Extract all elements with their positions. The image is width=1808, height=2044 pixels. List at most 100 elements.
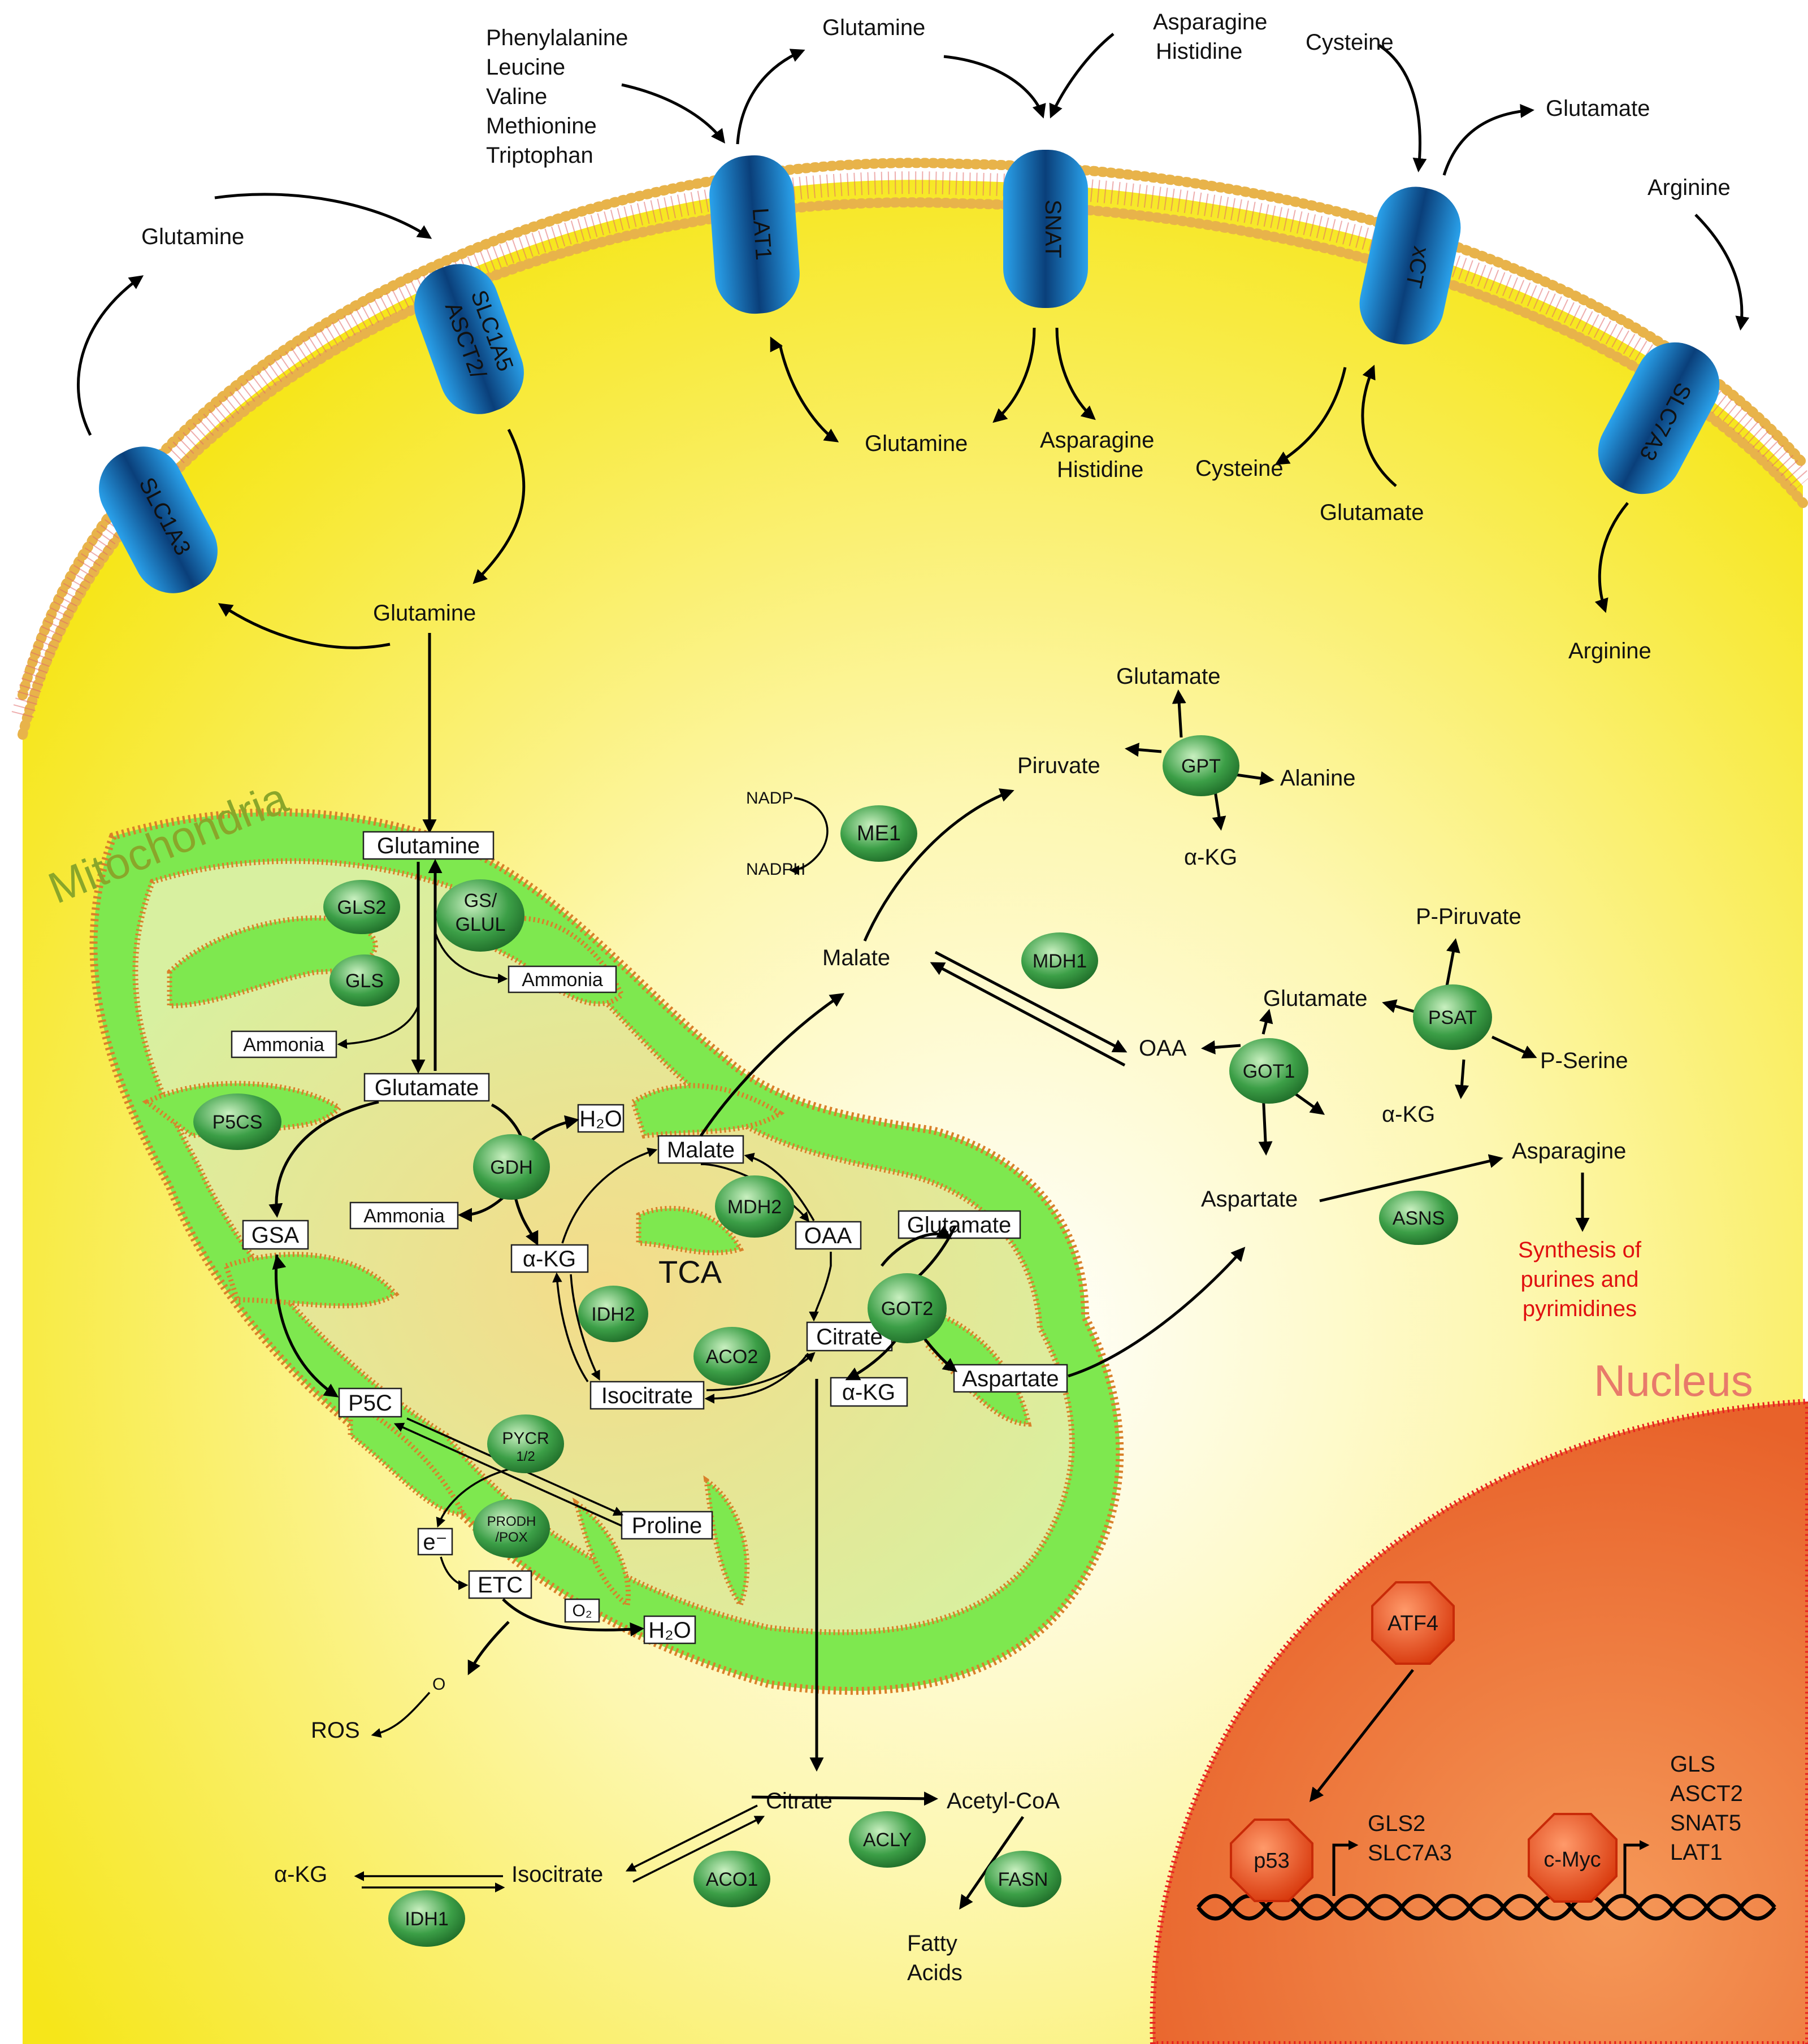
ext-glutamine-left: Glutamine: [141, 224, 244, 249]
svg-text:GLUL: GLUL: [456, 914, 506, 935]
cyt-cysteine: Cysteine: [1195, 456, 1284, 481]
svg-text:ATF4: ATF4: [1388, 1612, 1438, 1635]
svg-text:IDH2: IDH2: [591, 1304, 635, 1325]
svg-text:Synthesis of: Synthesis of: [1518, 1238, 1642, 1262]
svg-text:Glutamine: Glutamine: [377, 834, 480, 858]
enzyme-me1: ME1: [840, 805, 917, 862]
enzyme-idh1: IDH1: [388, 1890, 465, 1947]
svg-text:OAA: OAA: [1139, 1036, 1187, 1061]
ext-aa-valine: Valine: [486, 84, 547, 109]
cyt-asparagine: Asparagine: [1040, 428, 1154, 453]
svg-text:P5CS: P5CS: [213, 1112, 263, 1133]
ext-aa-triptophan: Triptophan: [486, 143, 593, 168]
svg-text:SLC7A3: SLC7A3: [1368, 1841, 1452, 1865]
svg-text:Citrate: Citrate: [766, 1789, 833, 1813]
svg-text:Isocitrate: Isocitrate: [601, 1383, 693, 1408]
svg-text:Ammonia: Ammonia: [243, 1034, 324, 1056]
svg-text:1/2: 1/2: [516, 1449, 535, 1464]
mitochondrion-matrix: [132, 858, 1075, 1635]
cyt-glutamate: Glutamate: [1320, 500, 1424, 525]
ext-histidine: Histidine: [1156, 39, 1242, 64]
svg-text:Glutamate: Glutamate: [375, 1075, 479, 1100]
transporter-lat1: LAT1: [709, 155, 800, 314]
svg-text:H₂O: H₂O: [648, 1618, 691, 1643]
enzyme-gls: GLS: [329, 954, 400, 1006]
tf-atf4: ATF4: [1371, 1581, 1455, 1665]
enzyme-gdh: GDH: [473, 1134, 550, 1200]
svg-text:/POX: /POX: [495, 1530, 527, 1545]
tf-cmyc: c-Myc: [1528, 1813, 1618, 1903]
svg-text:Piruvate: Piruvate: [1017, 753, 1100, 778]
nucleus-factors: ATF4 p53 c-Myc GLS2 SLC7A3 GLS ASCT2 SNA…: [1230, 1581, 1743, 1903]
svg-text:Citrate: Citrate: [816, 1325, 883, 1349]
enzyme-fasn: FASN: [985, 1851, 1061, 1907]
transporter-snat: SNAT: [1003, 150, 1088, 308]
ext-asparagine: Asparagine: [1153, 10, 1267, 34]
ext-aa-methionine: Methionine: [486, 114, 597, 138]
svg-text:GLS: GLS: [1670, 1752, 1715, 1777]
svg-text:GLS2: GLS2: [337, 897, 387, 918]
svg-text:ACO1: ACO1: [706, 1869, 758, 1890]
transporter-slc1a3: SLC1A3: [99, 446, 218, 593]
tf-p53: p53: [1230, 1819, 1313, 1902]
cyt-glutamine-main: Glutamine: [373, 601, 476, 626]
svg-text:Asparagine: Asparagine: [1512, 1139, 1626, 1164]
ext-cysteine: Cysteine: [1306, 30, 1394, 55]
svg-text:α-KG: α-KG: [1382, 1102, 1435, 1127]
svg-text:ETC: ETC: [478, 1573, 523, 1598]
svg-text:MDH2: MDH2: [727, 1196, 782, 1218]
svg-text:PYCR: PYCR: [502, 1429, 549, 1448]
nucleus-label: Nucleus: [1594, 1356, 1753, 1405]
enzyme-gpt: GPT: [1163, 735, 1239, 796]
transporter-slc7a3: SLC7A3: [1598, 342, 1720, 494]
ext-arginine: Arginine: [1647, 175, 1731, 200]
svg-text:P-Piruvate: P-Piruvate: [1416, 904, 1521, 929]
svg-text:GOT2: GOT2: [881, 1298, 934, 1320]
cytosol-arrows: [354, 689, 1590, 1910]
svg-text:PRODH: PRODH: [487, 1514, 536, 1529]
svg-text:LAT1: LAT1: [748, 207, 776, 261]
svg-text:e⁻: e⁻: [423, 1530, 447, 1555]
dna-helix: [1196, 1894, 1776, 1921]
transport-arrows: [77, 33, 1750, 649]
svg-text:Alanine: Alanine: [1280, 766, 1355, 791]
svg-text:SNAT: SNAT: [1040, 199, 1065, 258]
svg-text:ROS: ROS: [311, 1718, 360, 1743]
svg-text:p53: p53: [1254, 1849, 1289, 1873]
enzyme-idh2: IDH2: [578, 1286, 648, 1342]
cyt-arginine: Arginine: [1568, 639, 1651, 663]
svg-text:Malate: Malate: [667, 1138, 735, 1162]
svg-text:OAA: OAA: [804, 1223, 852, 1248]
svg-text:Glutamate: Glutamate: [1263, 986, 1368, 1011]
svg-text:O₂: O₂: [573, 1602, 592, 1620]
enzyme-aco2: ACO2: [693, 1327, 770, 1386]
enzyme-mdh1: MDH1: [1021, 932, 1098, 989]
mito-metabolites: Glutamine Ammonia Ammonia Glutamate H₂O …: [231, 831, 1068, 1644]
mito-arrows: [268, 859, 1246, 1772]
svg-text:α-KG: α-KG: [274, 1862, 327, 1887]
tca-label: TCA: [658, 1254, 722, 1290]
svg-text:ACLY: ACLY: [863, 1829, 912, 1851]
svg-text:H₂O: H₂O: [579, 1106, 622, 1131]
svg-text:P-Serine: P-Serine: [1540, 1048, 1628, 1073]
svg-text:GOT1: GOT1: [1243, 1061, 1295, 1082]
cytosol-metabolites: NADP NADPH Malate Piruvate Glutamate Ala…: [274, 664, 1642, 1985]
svg-text:pyrimidines: pyrimidines: [1523, 1296, 1637, 1321]
svg-text:GLS: GLS: [345, 970, 384, 992]
svg-text:Glutamate: Glutamate: [907, 1213, 1012, 1238]
svg-text:α-KG: α-KG: [523, 1247, 576, 1271]
ext-glutamine-top: Glutamine: [822, 15, 925, 40]
enzyme-got1: GOT1: [1229, 1038, 1308, 1104]
svg-text:GPT: GPT: [1181, 756, 1221, 777]
cyt-histidine: Histidine: [1057, 457, 1143, 482]
transporter-xct: xCT: [1359, 186, 1461, 345]
svg-text:c-Myc: c-Myc: [1543, 1848, 1601, 1872]
enzyme-aco1: ACO1: [693, 1851, 770, 1907]
svg-text:Malate: Malate: [822, 945, 890, 970]
svg-text:NADP: NADP: [746, 789, 793, 808]
svg-text:PSAT: PSAT: [1428, 1007, 1477, 1028]
svg-text:SNAT5: SNAT5: [1670, 1811, 1741, 1835]
svg-text:GDH: GDH: [490, 1157, 533, 1178]
